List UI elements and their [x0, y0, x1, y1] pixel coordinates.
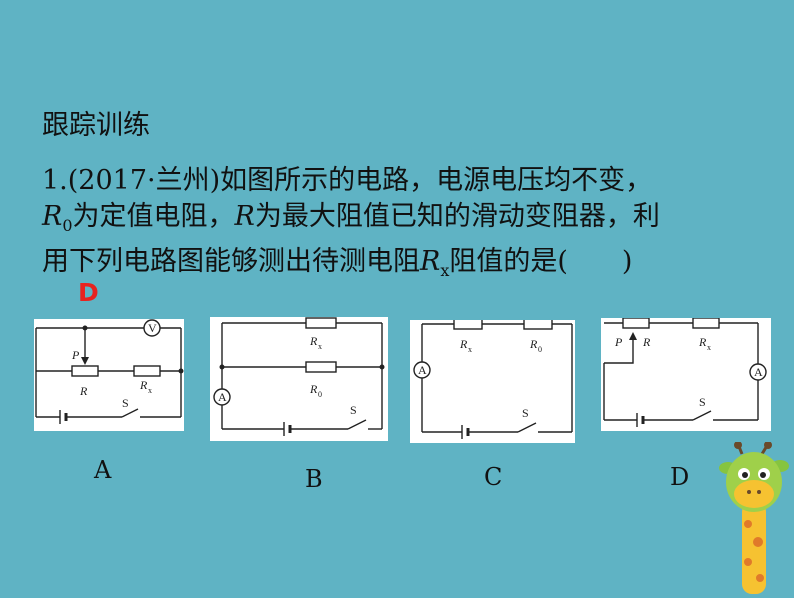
- voltmeter-label: V: [148, 321, 157, 335]
- switch-label: S: [122, 396, 129, 410]
- ammeter-label: A: [418, 363, 427, 377]
- r0-symbol: R0: [42, 201, 73, 235]
- giraffe-illustration: [718, 441, 790, 598]
- slide-heading: 跟踪训练: [42, 110, 150, 141]
- r0-label: R: [529, 337, 538, 351]
- question-line-1: 1.(2017·兰州)如图所示的电路，电源电压均不变，: [42, 165, 653, 196]
- r0-subscript: 0: [318, 390, 322, 399]
- rx-label: R: [459, 337, 468, 351]
- rx-subscript: x: [318, 342, 322, 351]
- option-label-d: D: [670, 463, 690, 491]
- option-label-a: A: [94, 456, 112, 484]
- question-line-3: 用下列电路图能够测出待测电阻Rx阻值的是( ): [42, 246, 633, 280]
- question-text: 1.(2017·兰州)如图所示的电路，电源电压均不变， R0为定值电阻，R为最大…: [42, 163, 782, 289]
- circuit-diagram-a: V P R R x S: [34, 319, 184, 431]
- option-label-b: B: [305, 465, 323, 493]
- slider-label: P: [71, 348, 80, 362]
- r0-label: R: [309, 382, 318, 396]
- ammeter-label: A: [218, 390, 227, 404]
- circuit-diagram-b: A R x R 0 S: [210, 317, 388, 441]
- rx-subscript: x: [468, 345, 472, 354]
- answer-mark: D: [78, 278, 99, 307]
- switch-label: S: [522, 406, 529, 420]
- question-line-2: R0为定值电阻，R为最大阻值已知的滑动变阻器，利: [42, 201, 660, 235]
- switch-label: S: [350, 403, 357, 417]
- switch-label: S: [699, 395, 706, 409]
- circuit-diagram-c: A R x R 0 S: [410, 320, 575, 443]
- r-symbol: R: [234, 201, 255, 232]
- slider-label: P: [614, 335, 623, 349]
- rx-label: R: [309, 334, 318, 348]
- rx-label: R: [698, 335, 707, 349]
- rx-subscript: x: [148, 386, 152, 395]
- circuit-diagram-d: A P R R x S: [601, 318, 771, 431]
- rx-subscript: x: [707, 343, 711, 352]
- r0-subscript: 0: [538, 345, 542, 354]
- rheostat-label: R: [79, 384, 88, 398]
- rheostat-label: R: [642, 335, 651, 349]
- rx-label: R: [139, 378, 148, 392]
- option-label-c: C: [484, 463, 503, 491]
- ammeter-label: A: [754, 365, 763, 379]
- rx-symbol: Rx: [420, 246, 450, 280]
